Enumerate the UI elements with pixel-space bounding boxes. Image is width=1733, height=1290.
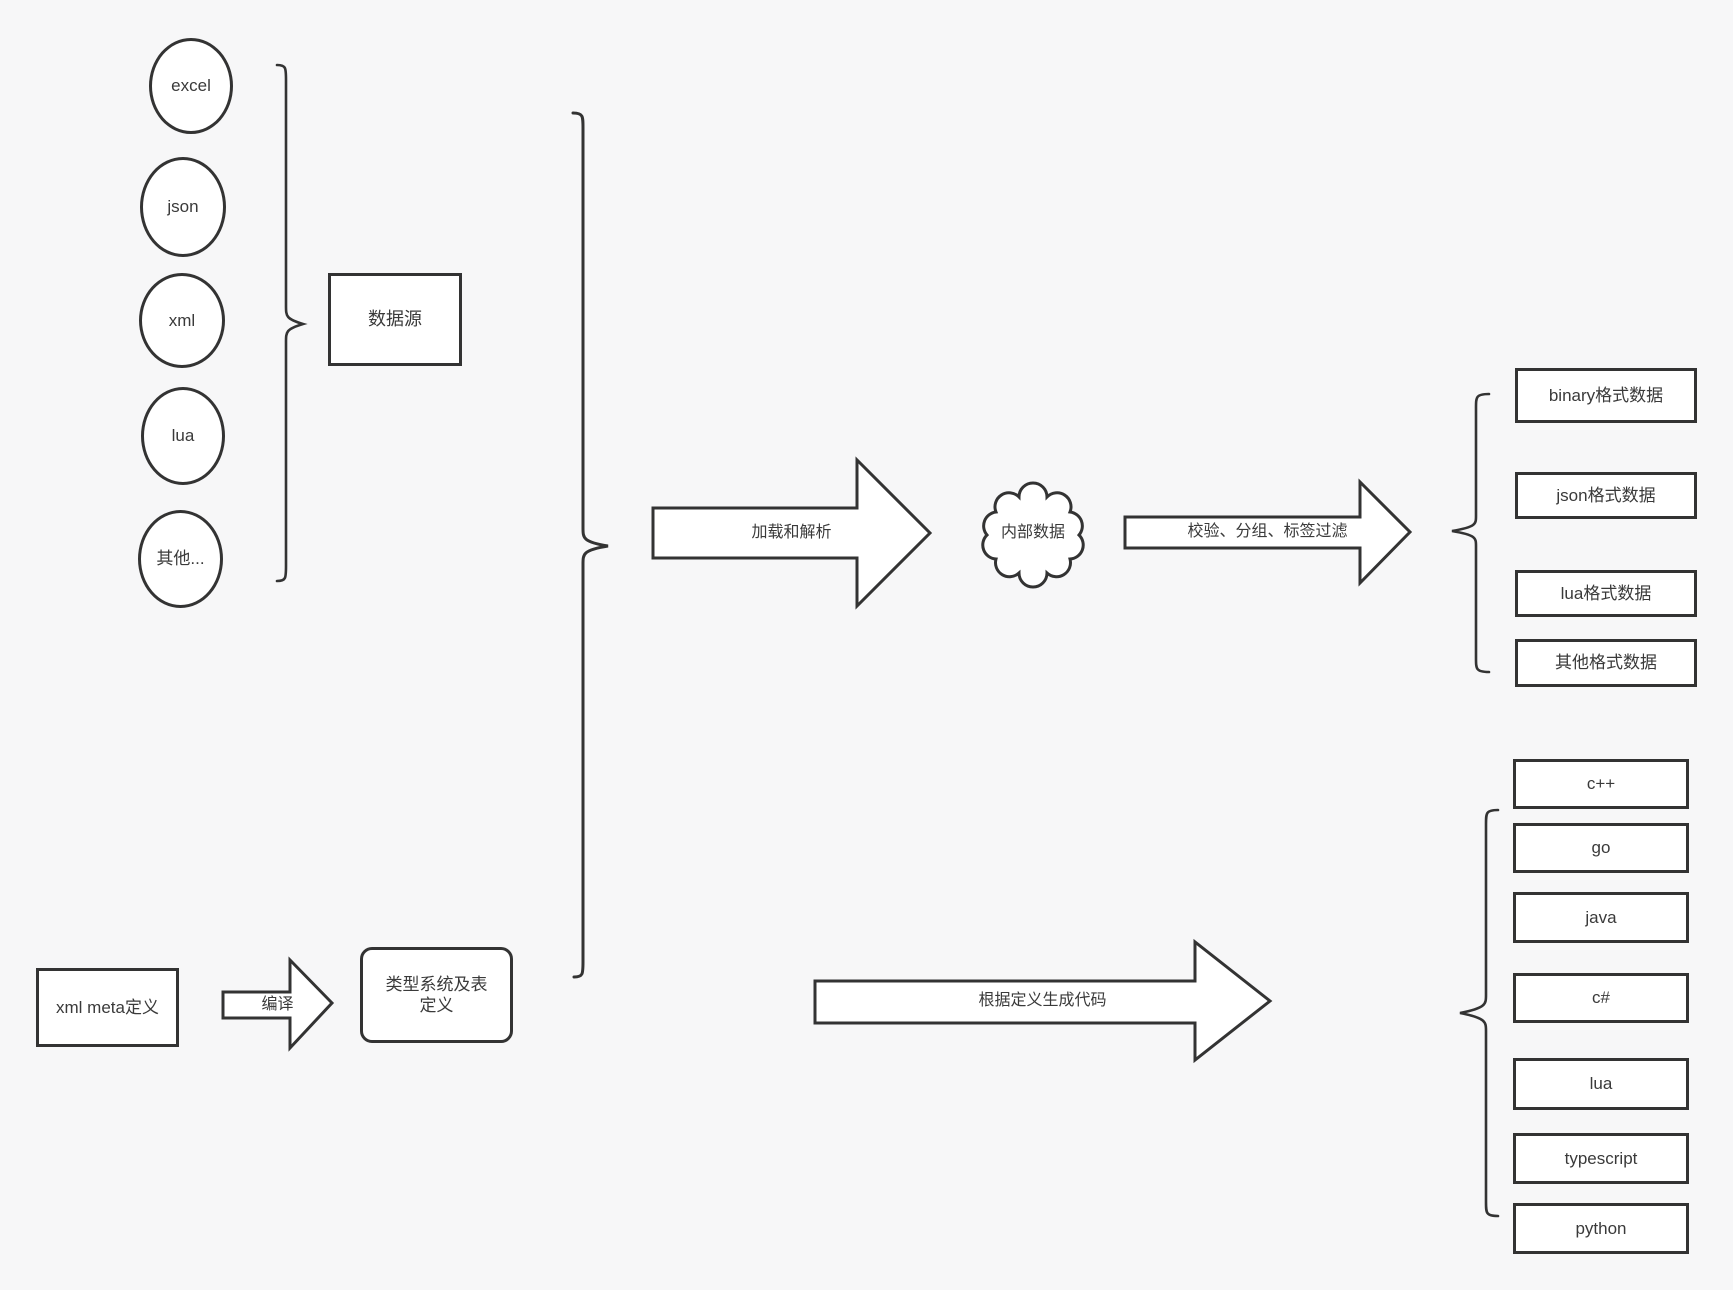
language-box-java: java bbox=[1513, 892, 1689, 943]
language-box-csharp: c# bbox=[1513, 973, 1689, 1023]
language-box-go: go bbox=[1513, 823, 1689, 873]
xml-meta-box: xml meta定义 bbox=[36, 968, 179, 1047]
format-box-json: json格式数据 bbox=[1515, 472, 1697, 519]
codegen-arrow bbox=[813, 938, 1273, 1064]
pipeline-input-brace bbox=[571, 111, 609, 979]
formats-brace bbox=[1451, 392, 1491, 674]
source-ellipse-json: json bbox=[140, 157, 226, 257]
type-system-label: 类型系统及表定义 bbox=[385, 974, 488, 1015]
compile-arrow bbox=[221, 956, 335, 1052]
language-box-python: python bbox=[1513, 1203, 1689, 1254]
sources-brace bbox=[275, 63, 308, 583]
source-ellipse-lua: lua bbox=[141, 387, 225, 485]
source-ellipse-other: 其他... bbox=[138, 510, 223, 608]
xml-meta-label: xml meta定义 bbox=[56, 997, 159, 1017]
type-system-box: 类型系统及表定义 bbox=[360, 947, 513, 1043]
load-parse-arrow bbox=[651, 456, 933, 610]
format-box-other: 其他格式数据 bbox=[1515, 639, 1697, 687]
source-ellipse-xml: xml bbox=[139, 273, 225, 368]
language-box-lua: lua bbox=[1513, 1058, 1689, 1110]
source-ellipse-excel: excel bbox=[149, 38, 233, 134]
language-box-cpp: c++ bbox=[1513, 759, 1689, 809]
format-box-lua: lua格式数据 bbox=[1515, 570, 1697, 617]
internal-data-cloud bbox=[981, 481, 1085, 589]
data-source-box: 数据源 bbox=[328, 273, 462, 366]
languages-brace bbox=[1459, 808, 1500, 1218]
format-box-binary: binary格式数据 bbox=[1515, 368, 1697, 423]
filter-arrow bbox=[1123, 478, 1413, 587]
language-box-typescript: typescript bbox=[1513, 1133, 1689, 1184]
